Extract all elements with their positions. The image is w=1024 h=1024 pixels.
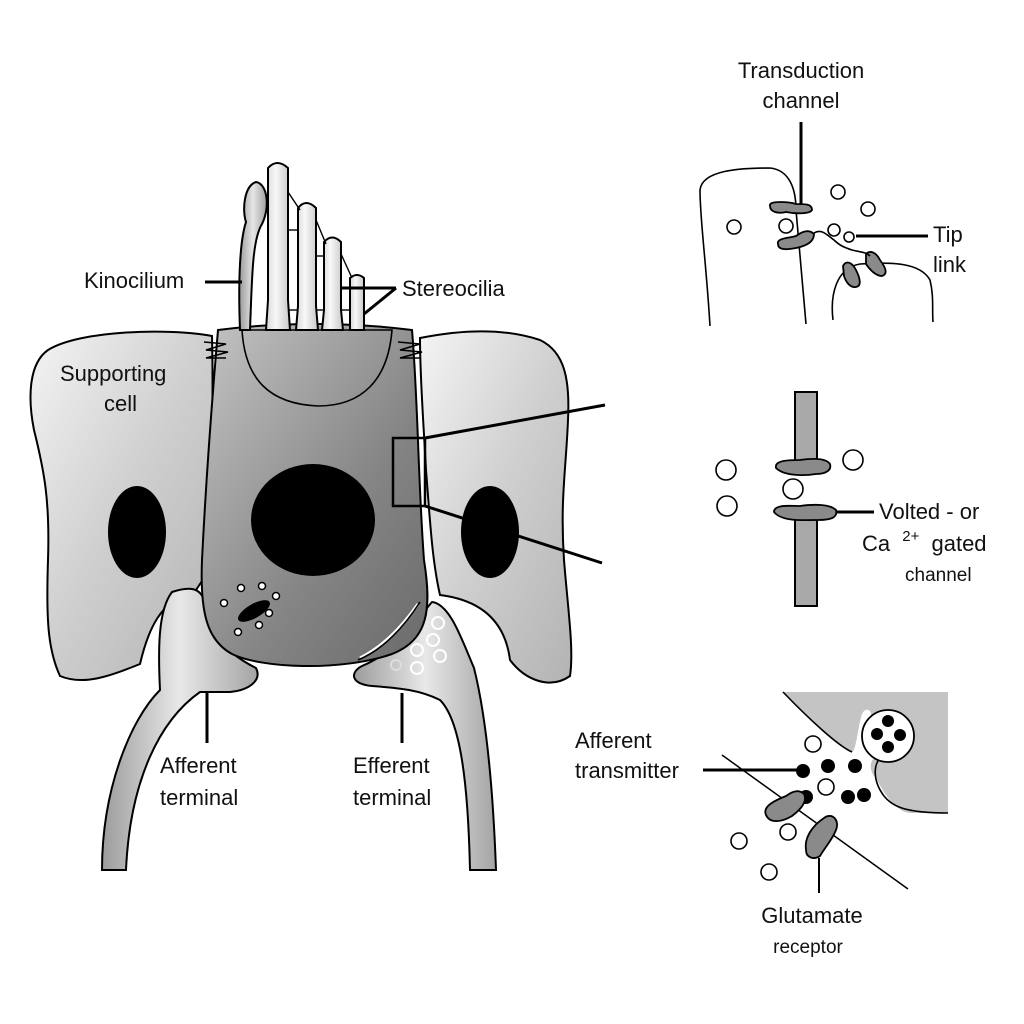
gated-channel-label-ca: Ca bbox=[862, 531, 891, 556]
stereocilium-short-outline bbox=[831, 262, 934, 323]
gated-channel-label-superscript: 2+ bbox=[902, 528, 919, 545]
supporting-cell-left bbox=[29, 330, 214, 682]
inset-synapse: Afferent transmitter Glutamate receptor bbox=[575, 691, 949, 958]
ions-gated bbox=[715, 449, 864, 517]
synaptic-vesicle-docked bbox=[861, 709, 915, 763]
gated-channel-label-line3: channel bbox=[905, 565, 972, 586]
ions-synapse bbox=[730, 735, 835, 881]
inset-transduction: Transduction channel Tip link bbox=[699, 58, 967, 327]
afferent-transmitter-label-line1: Afferent bbox=[575, 728, 652, 753]
synaptic-ribbon bbox=[238, 600, 270, 622]
glutamate-receptor-label-line2: receptor bbox=[773, 937, 843, 958]
synaptic-vesicles bbox=[219, 581, 281, 637]
hair-bundle bbox=[238, 162, 365, 331]
efferent-terminal bbox=[353, 600, 498, 871]
tip-link-label-line2: link bbox=[933, 252, 967, 277]
cuticular-plate bbox=[241, 329, 393, 407]
membrane-lower bbox=[794, 513, 818, 607]
channel-right-2 bbox=[865, 251, 887, 277]
supporting-cell-label-line2: cell bbox=[104, 391, 137, 416]
glutamate-receptor-label-line1: Glutamate bbox=[761, 903, 863, 928]
glutamate-receptor-1 bbox=[764, 790, 806, 823]
glutamate-receptor-2 bbox=[804, 815, 838, 859]
stereocilia-label: Stereocilia bbox=[402, 276, 505, 301]
efferent-terminal-label-line1: Efferent bbox=[353, 753, 430, 778]
ions-transduction bbox=[726, 184, 876, 243]
supporting-cell-left-nucleus bbox=[108, 486, 166, 578]
kinocilium-label: Kinocilium bbox=[84, 268, 184, 293]
tight-junction-left bbox=[203, 341, 229, 359]
efferent-vesicles bbox=[390, 616, 447, 675]
hair-cell bbox=[200, 323, 606, 668]
transduction-channel-lower bbox=[777, 230, 815, 251]
transduction-channel bbox=[769, 201, 813, 215]
inset-gated-channel: Volted - or Ca 2+ gated channel bbox=[715, 391, 987, 607]
stereocilia-leader bbox=[340, 286, 397, 316]
gated-channel-upper bbox=[775, 457, 832, 476]
tip-link bbox=[813, 230, 871, 257]
gated-channel-label-gated: gated bbox=[931, 531, 986, 556]
efferent-terminal-label-line2: terminal bbox=[353, 785, 431, 810]
gated-channel-lower bbox=[773, 503, 838, 522]
supporting-cell-right-nucleus bbox=[461, 486, 519, 578]
tight-junction-right bbox=[397, 341, 423, 359]
tip-link-label-line1: Tip bbox=[933, 222, 963, 247]
stereocilium-tall-outline bbox=[699, 167, 807, 327]
vesicle-transmitter bbox=[871, 715, 906, 753]
afferent-terminal-label-line1: Afferent bbox=[160, 753, 237, 778]
tip-links bbox=[287, 191, 353, 311]
transduction-channel-label-line2: channel bbox=[762, 88, 839, 113]
channel-right-1 bbox=[842, 261, 861, 288]
gated-channel-label-line1: Volted - or bbox=[879, 499, 979, 524]
efferent-cistern bbox=[359, 603, 420, 660]
afferent-terminal-label-line2: terminal bbox=[160, 785, 238, 810]
stereocilia bbox=[264, 162, 365, 331]
hair-cell-nucleus bbox=[251, 464, 375, 576]
transduction-channel-label-line1: Transduction bbox=[738, 58, 864, 83]
kinocilium bbox=[238, 180, 268, 331]
gated-channel-label-line2: Ca 2+ gated bbox=[862, 521, 987, 556]
afferent-transmitter-label-line2: transmitter bbox=[575, 758, 679, 783]
supporting-cell-label-line1: Supporting bbox=[60, 361, 166, 386]
membrane-upper bbox=[794, 391, 818, 463]
released-transmitter bbox=[796, 759, 871, 804]
inset-region-box bbox=[391, 436, 427, 508]
postsynaptic-membrane-line bbox=[721, 754, 909, 890]
